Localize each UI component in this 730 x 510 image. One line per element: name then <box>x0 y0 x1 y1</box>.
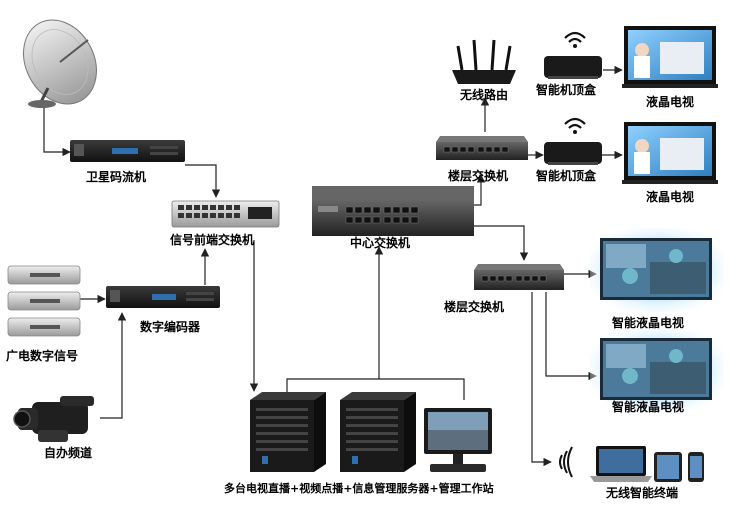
smart-tv-1-label: 智能液晶电视 <box>611 315 684 330</box>
encoder-label: 数字编码器 <box>140 319 201 334</box>
camera-to-encoder-line <box>100 312 127 419</box>
floor-switch-mid-label: 楼层交换机 <box>444 299 504 314</box>
broadcast-receiver-boxes <box>7 265 81 337</box>
set-top-box-mid-device <box>544 142 602 165</box>
wireless-router-icon <box>452 39 516 84</box>
lcd-tv-mid-device <box>622 122 718 184</box>
satellite-receiver-label: 卫星码流机 <box>86 169 146 184</box>
self-channel-label: 自办频道 <box>44 445 92 460</box>
video-camera-icon <box>13 396 94 442</box>
broadcast-signal-label: 广电数字信号 <box>6 348 78 363</box>
tv-mid-label: 液晶电视 <box>646 189 694 204</box>
floor-switch-top-label: 楼层交换机 <box>448 168 508 183</box>
workstation-monitor-icon <box>424 408 492 472</box>
floor-switch-mid-device <box>474 264 564 290</box>
servers-label: 多台电视直播+视频点播+信息管理服务器+管理工作站 <box>224 481 494 495</box>
tv-top-label: 液晶电视 <box>646 94 694 109</box>
core-to-floor-mid-line <box>474 225 529 261</box>
stb-mid-label: 智能机顶盒 <box>535 168 597 183</box>
wireless-terminal-label: 无线智能终端 <box>605 485 678 500</box>
smart-tv-1-device <box>590 228 724 312</box>
floor-mid-to-smart-tv-2-line <box>545 292 597 381</box>
tablet-icon <box>654 452 682 482</box>
smart-tv-2-label: 智能液晶电视 <box>611 399 684 414</box>
core-switch-device <box>312 186 474 236</box>
server-tower-1 <box>250 392 326 472</box>
wifi-icon-top <box>564 31 586 48</box>
floor-mid-to-terminal-line <box>531 292 552 467</box>
set-top-box-top-device <box>544 56 602 79</box>
connections <box>43 65 623 467</box>
floor-switch-top-device <box>436 136 528 160</box>
core-switch-label: 中心交换机 <box>350 235 410 250</box>
dish-to-receiver-line <box>43 105 71 157</box>
satellite-dish-icon <box>23 19 97 108</box>
core-to-floor-top-line <box>474 174 486 206</box>
front-switch-label: 信号前端交换机 <box>170 232 254 247</box>
server-tower-2 <box>340 392 416 472</box>
receiver-to-front-switch-line <box>185 164 221 198</box>
servers-bracket-line <box>286 378 465 400</box>
router-label: 无线路由 <box>459 87 508 102</box>
wifi-icon-terminal <box>559 446 573 478</box>
encoder-device <box>106 286 220 308</box>
smart-tv-2-device <box>590 328 724 412</box>
laptop-icon <box>590 446 652 482</box>
front-switch-device <box>171 200 280 228</box>
phone-icon <box>688 452 704 482</box>
stb-top-label: 智能机顶盒 <box>535 82 597 97</box>
satellite-receiver-device <box>70 140 185 162</box>
lcd-tv-top-device <box>622 26 718 88</box>
wifi-icon-mid <box>564 117 586 134</box>
